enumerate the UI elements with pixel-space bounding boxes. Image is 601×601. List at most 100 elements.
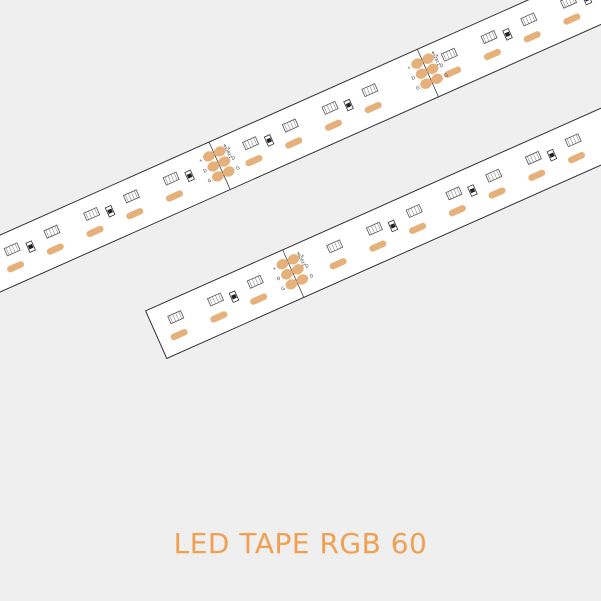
led-chip-pin [572, 135, 577, 144]
resistor-body [549, 152, 555, 158]
cut-pad-label: + [198, 157, 204, 164]
solder-pad [46, 243, 64, 255]
solder-pad [364, 101, 382, 114]
solder-pad [170, 328, 188, 341]
cut-pad-label: G [444, 72, 450, 79]
cut-pad-right [287, 254, 300, 265]
led-chip-pin [487, 173, 491, 182]
led-chip-pin [218, 293, 222, 302]
led-chip-pin [416, 205, 421, 213]
led-chip-pin [410, 207, 415, 216]
led-chip-pin [178, 311, 183, 319]
cut-pad-right [292, 264, 304, 275]
led-chip-pin [571, 0, 575, 4]
led-chip-pin [488, 32, 493, 41]
led-chip-pin [482, 35, 487, 43]
led-chip-pin [329, 103, 334, 111]
led-chip-pin [447, 191, 452, 200]
solder-pad [165, 190, 184, 202]
solder-pad [86, 225, 104, 237]
cut-line [282, 249, 305, 298]
led-chip-pin [292, 119, 297, 128]
led-chip-pin [167, 175, 172, 184]
solder-pad [7, 261, 25, 273]
cut-pad-right [218, 156, 231, 167]
cut-pad-left [420, 78, 432, 89]
cut-pad-left [411, 58, 423, 69]
cut-pad-right [296, 274, 309, 285]
led-chip-pin [164, 176, 169, 185]
led-chip-pin [568, 0, 572, 5]
cut-pad-label: G [309, 273, 315, 280]
led-chip-pin [575, 134, 580, 143]
cut-pad-left [281, 269, 293, 280]
resistor-body [186, 173, 193, 179]
led-chip-pin [131, 191, 135, 200]
cut-pad-label: D [439, 62, 445, 69]
ic-label: ws2811 [222, 143, 233, 160]
led-chip-pin [445, 51, 450, 60]
solder-pad [126, 208, 144, 220]
led-chip-pin [565, 0, 569, 7]
cut-pad-label: D [202, 167, 208, 174]
led-chip-pin [533, 153, 537, 162]
led-chip-pin [407, 209, 412, 217]
solder-pad [250, 293, 268, 305]
led-chip-pin [368, 226, 372, 235]
led-chip-pin [371, 225, 375, 234]
resistor-body [231, 294, 237, 300]
ic-label: ws2811 [431, 50, 442, 67]
led-chip-pin [530, 154, 534, 163]
led-chip-pin [331, 243, 336, 251]
cut-pad-right [431, 73, 443, 85]
led-chip-pin [531, 13, 536, 22]
ic-label: ws2811 [296, 251, 307, 268]
led-chip-pin [124, 194, 129, 203]
led-chip-pin [175, 312, 180, 321]
cut-pad-left [276, 259, 289, 270]
led-chip-pin [493, 171, 497, 179]
cut-pad-label: + [406, 65, 412, 72]
solder-pad [409, 222, 427, 235]
led-chip-pin [569, 137, 574, 145]
cut-pad-label: D [231, 155, 237, 162]
led-chip-pin [250, 138, 254, 147]
cut-pad-label: + [226, 145, 232, 152]
led-chip-pin [491, 31, 496, 39]
product-title: LED TAPE RGB 60 [173, 527, 428, 560]
cut-pad-label: D [276, 275, 282, 282]
cut-pad-label: D [411, 75, 417, 82]
led-chip-pin [369, 85, 374, 94]
cut-pad-label: + [300, 253, 306, 260]
led-chip-pin [456, 187, 461, 196]
cut-pad-left [415, 68, 428, 79]
cut-pad-right [222, 166, 235, 177]
solder-pad [285, 137, 303, 149]
led-chip-pin [448, 50, 453, 58]
led-chip-pin [244, 141, 248, 150]
resistor-body [584, 0, 590, 2]
led-chip-pin [450, 190, 455, 198]
led-chip-pin [173, 172, 178, 181]
led-chip-pin [215, 295, 219, 303]
led-chip-pin [525, 16, 530, 24]
led-chip-pin [451, 49, 456, 57]
led-chip-pin [372, 84, 377, 92]
resistor-body [390, 223, 396, 229]
solder-pad [488, 187, 506, 199]
led-chip-pin [326, 104, 331, 113]
resistor-body [266, 137, 272, 144]
led-chip-pin [337, 240, 342, 249]
led-chip-pin [289, 121, 294, 129]
cut-pad-label: + [435, 52, 441, 59]
solder-pad [245, 155, 263, 167]
led-chip-pin [413, 206, 418, 215]
led-chip-pin [251, 278, 256, 287]
solder-pad [568, 152, 586, 164]
led-chip-pin [45, 229, 50, 238]
led-chip-pin [8, 246, 13, 254]
resistor-body [504, 31, 511, 38]
led-chip-pin [453, 188, 458, 197]
